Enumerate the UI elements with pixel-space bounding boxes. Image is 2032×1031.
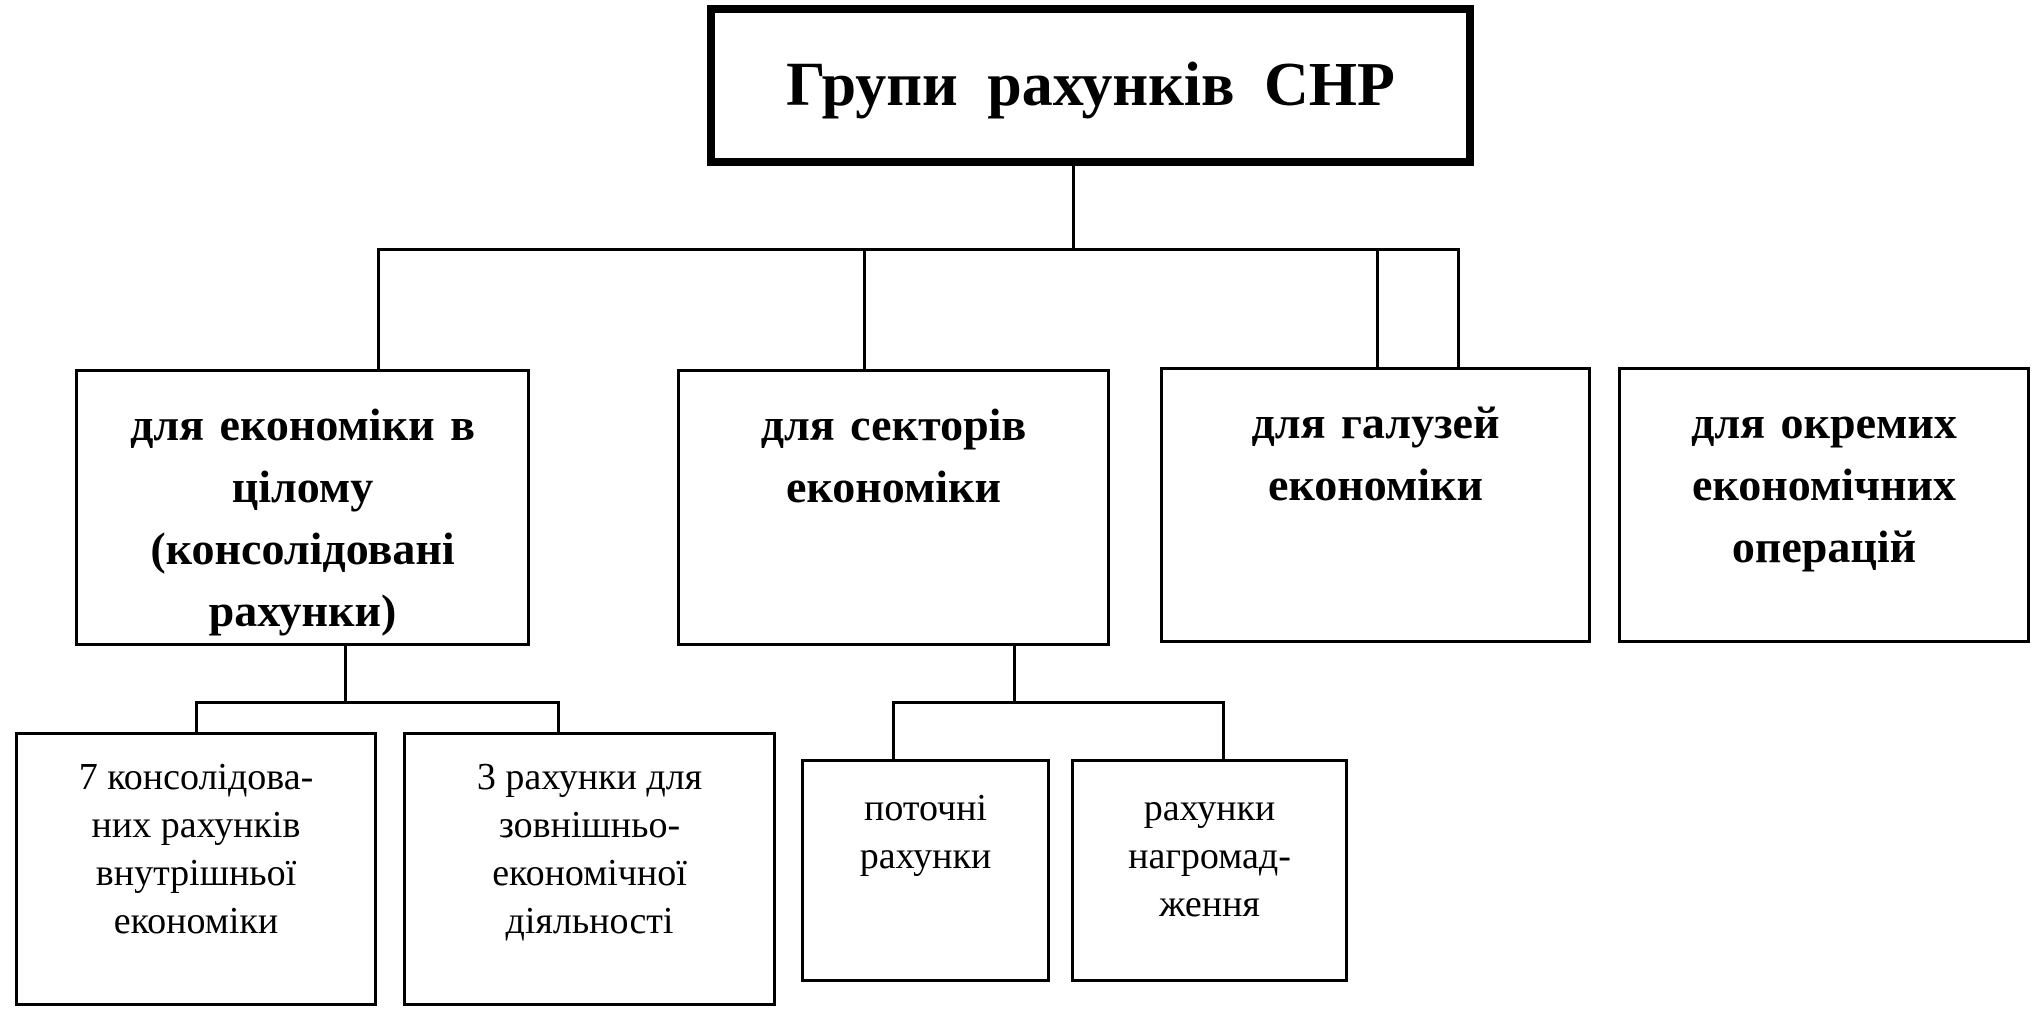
leaf-node-consolidated-accounts: 7 консолідова- них рахунків внутрішньої … [15,732,377,1006]
group-operations-line-2: економічних [1691,459,1956,510]
root-title: Групи рахунків СНР [786,51,1395,119]
group-sectors-line-2: економіки [785,461,1002,512]
leaf-consolidated-line-4: економіки [113,900,279,942]
connector-to-leaf-current [892,701,895,762]
group-industries-line-1: для галузей [1251,397,1500,448]
connector-to-group-economy [377,248,380,373]
group-node-industries: для галузей економіки [1160,367,1591,643]
group-operations-line-3: операцій [1731,521,1917,572]
leaf-external-line-4: діяльності [505,900,674,942]
leaf-external-line-1: 3 рахунки для [476,756,703,798]
group-industries-line-2: економіки [1267,459,1484,510]
leaf-consolidated-line-1: 7 консолідова- [78,756,314,798]
connector-to-group-operations [1457,248,1460,368]
connector-economy-down [344,643,347,703]
group-operations-line-1: для окремих [1691,397,1957,448]
connector-sectors-bus [892,701,1225,704]
leaf-consolidated-line-3: внутрішньої [95,852,297,894]
connector-to-group-industries [1376,248,1379,371]
leaf-accumulation-line-1: рахунки [1143,787,1276,829]
leaf-node-external-accounts: 3 рахунки для зовнішньо- економічної дія… [403,732,776,1006]
leaf-external-line-3: економічної [492,852,687,894]
group-economy-line-1: для економіки в [130,399,475,450]
leaf-consolidated-line-2: них рахунків [91,804,301,846]
leaf-accumulation-line-3: ження [1159,883,1260,925]
root-node: Групи рахунків СНР [707,5,1474,166]
leaf-node-accumulation-accounts: рахунки нагромад- ження [1071,759,1348,982]
group-economy-line-3: (консолідовані [150,523,455,574]
connector-to-leaf-accumulation [1222,701,1225,762]
leaf-current-line-2: рахунки [859,835,992,877]
group-economy-line-4: рахунки) [208,585,397,636]
group-node-sectors: для секторів економіки [677,369,1110,646]
leaf-accumulation-line-2: нагромад- [1128,835,1291,877]
connector-sectors-down [1013,643,1016,703]
connector-top-bus [377,248,1460,251]
connector-economy-bus [195,701,560,704]
connector-to-leaf-external [557,701,560,735]
connector-to-leaf-consolidated [195,701,198,735]
connector-to-group-sectors [863,248,866,373]
leaf-external-line-2: зовнішньо- [498,804,681,846]
group-economy-line-2: цілому [231,461,374,512]
group-node-economy-whole: для економіки в цілому (консолідовані ра… [75,369,530,646]
leaf-node-current-accounts: поточні рахунки [801,759,1050,982]
group-sectors-line-1: для секторів [760,399,1027,450]
leaf-current-line-1: поточні [864,787,987,829]
group-node-operations: для окремих економічних операцій [1618,367,2030,643]
connector-root-down [1072,163,1075,250]
